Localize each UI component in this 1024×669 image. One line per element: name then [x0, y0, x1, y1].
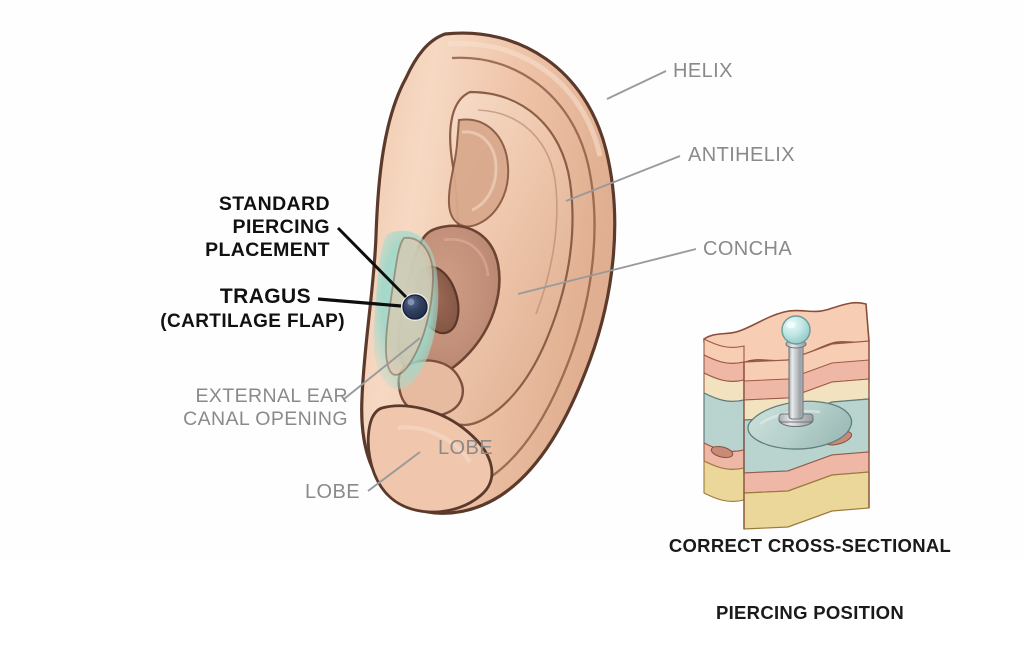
ear-lobe-shape	[366, 404, 494, 514]
leader-line-concha	[517, 248, 697, 295]
label-lobe-inner: LOBE	[438, 437, 493, 459]
label-external-ear-canal-opening: EXTERNAL EAR CANAL OPENING	[183, 385, 348, 430]
helix-ridge	[447, 40, 603, 477]
ear-anatomy-illustration	[317, 31, 870, 530]
label-tragus: TRAGUS	[219, 285, 311, 308]
label-standard-piercing-placement: STANDARD PIERCING PLACEMENT	[205, 193, 330, 261]
leader-line-tragus	[317, 297, 402, 308]
leader-line-standard-piercing	[336, 226, 408, 299]
leader-line-helix	[606, 70, 667, 100]
leader-line-lobe	[367, 451, 421, 492]
antihelix-crura	[447, 118, 510, 228]
label-lobe-outer: LOBE	[305, 481, 360, 503]
label-tragus-sublabel: (CARTILAGE FLAP)	[160, 311, 345, 332]
diagram-canvas: HELIX ANTIHELIX CONCHA STANDARD PIERCING…	[160, 31, 951, 623]
label-concha: CONCHA	[703, 238, 793, 260]
label-antihelix: ANTIHELIX	[688, 144, 795, 166]
leader-lines	[317, 70, 697, 492]
cross-section-caption-line2: PIERCING POSITION	[715, 601, 905, 623]
cross-section-jewelry	[778, 315, 814, 428]
leader-line-ear-canal	[343, 337, 421, 400]
tragus-piercing-dot[interactable]	[401, 293, 429, 321]
cross-section-caption-line1: CORRECT CROSS-SECTIONAL	[668, 535, 952, 557]
cross-section-inset	[703, 301, 870, 530]
cross-section-caption: CORRECT CROSS-SECTIONAL PIERCING POSITIO…	[630, 491, 990, 669]
label-helix: HELIX	[673, 60, 733, 82]
leader-line-antihelix	[565, 155, 681, 202]
cross-left-face	[703, 338, 745, 502]
